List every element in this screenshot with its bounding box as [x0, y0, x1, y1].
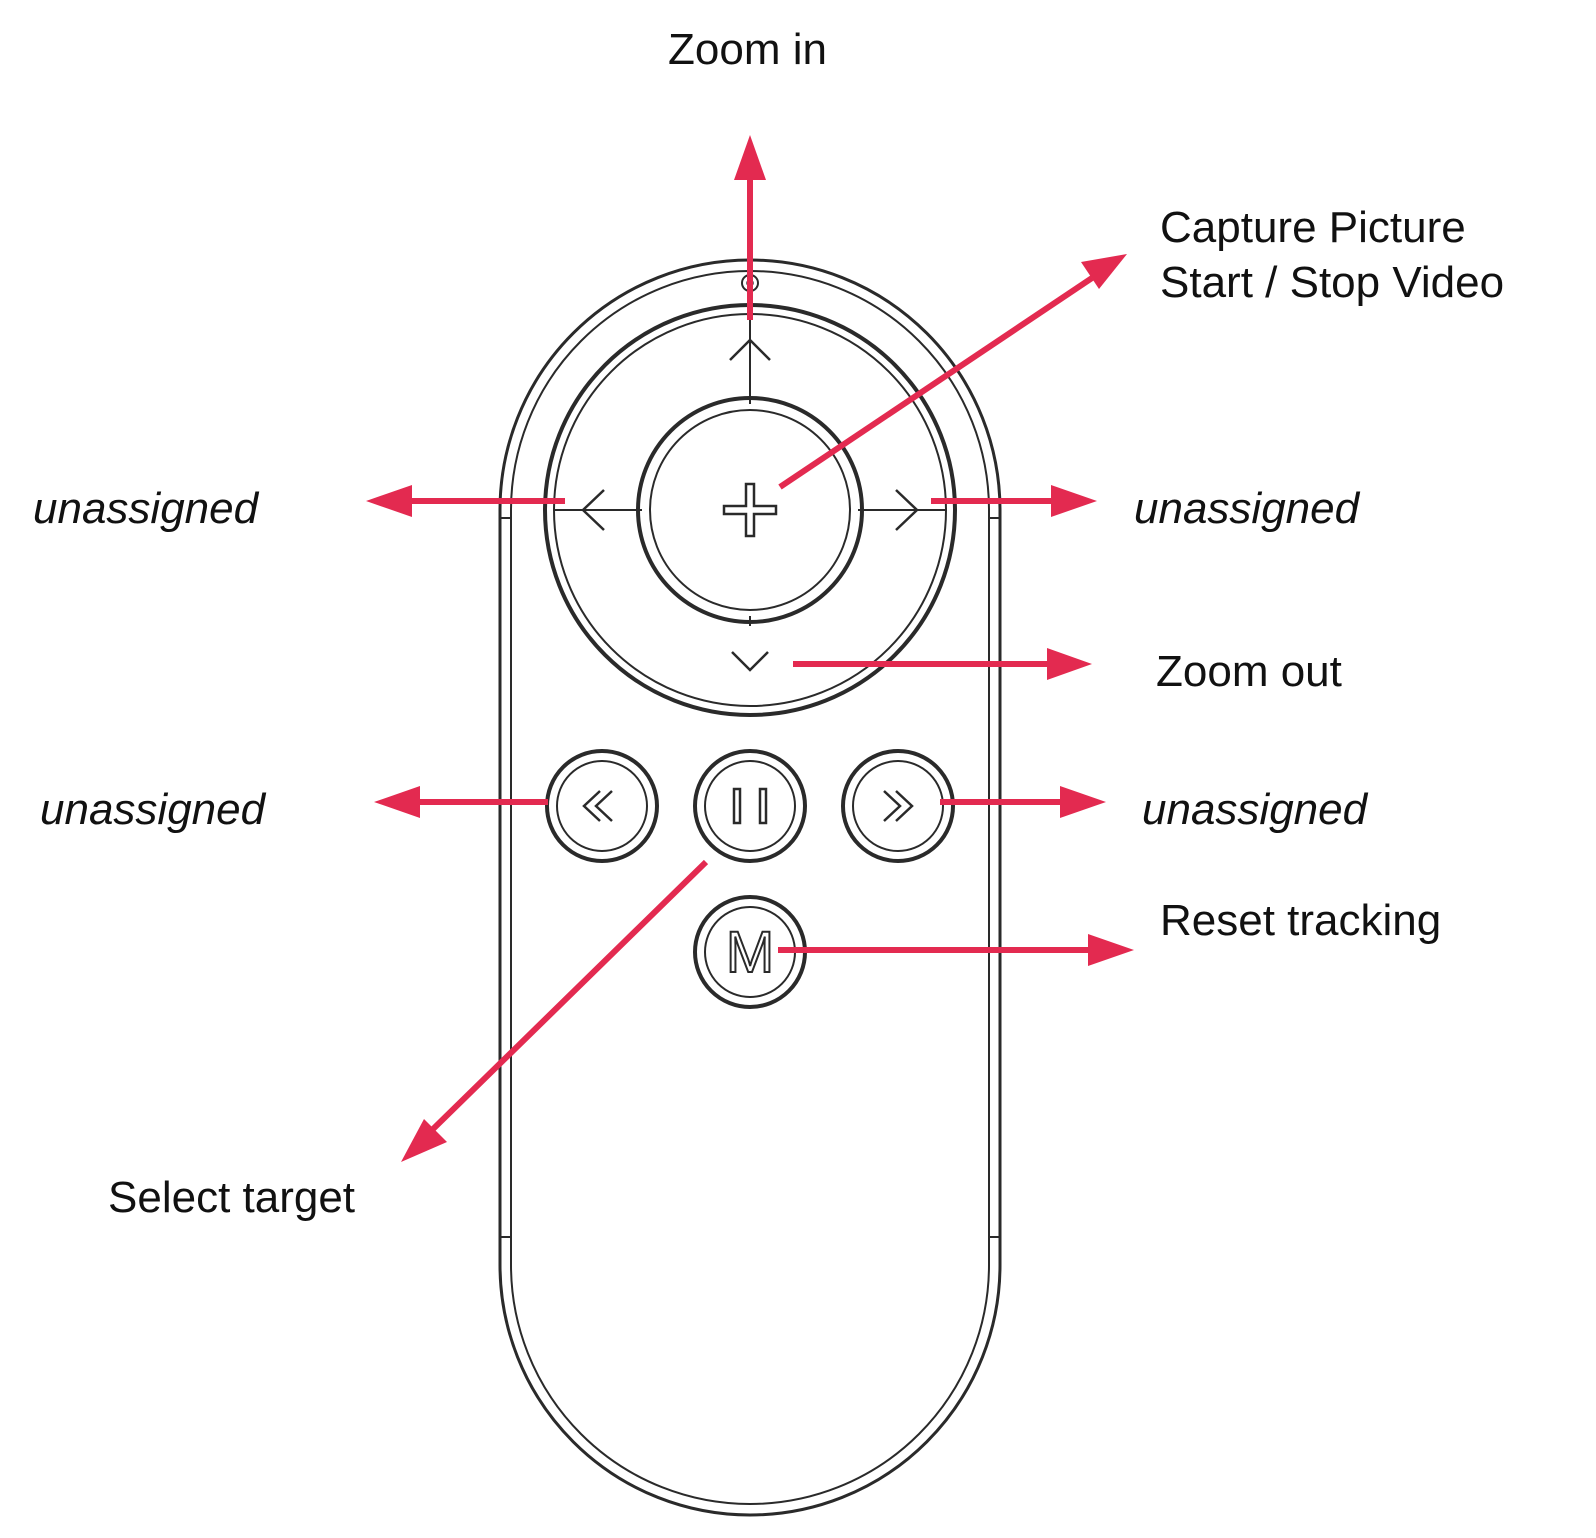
center-capture-button[interactable] — [636, 396, 864, 624]
arrow-right-dpad — [931, 485, 1097, 517]
chevron-left-icon — [581, 489, 605, 531]
mode-button[interactable]: M — [693, 895, 807, 1009]
label-zoom-out: Zoom out — [1156, 647, 1342, 696]
dpad-ring[interactable] — [543, 303, 957, 717]
label-start-stop-video: Start / Stop Video — [1160, 258, 1505, 307]
label-zoom-in: Zoom in — [668, 25, 827, 74]
label-rewind: unassigned — [40, 785, 266, 834]
arrow-reset-tracking — [778, 934, 1134, 966]
arrow-left-dpad — [366, 485, 565, 517]
label-right-dpad: unassigned — [1134, 484, 1360, 533]
rewind-icon — [582, 790, 613, 822]
label-capture-picture: Capture Picture — [1160, 203, 1466, 252]
pause-button[interactable] — [693, 749, 807, 863]
arrow-zoom-out — [793, 648, 1092, 680]
rewind-button[interactable] — [545, 749, 659, 863]
arrow-capture — [778, 254, 1127, 490]
label-left-dpad: unassigned — [33, 484, 259, 533]
plus-icon — [722, 482, 778, 538]
label-fast-forward: unassigned — [1142, 785, 1368, 834]
chevron-right-icon — [895, 489, 919, 531]
fast-forward-icon — [883, 790, 914, 822]
remote-body — [498, 258, 1002, 1517]
label-select-target: Select target — [108, 1173, 356, 1222]
mode-button-letter: M — [726, 920, 774, 985]
fast-forward-button[interactable] — [841, 749, 955, 863]
arrow-rewind — [374, 786, 548, 818]
label-reset-tracking: Reset tracking — [1160, 896, 1442, 945]
chevron-down-icon — [731, 651, 769, 672]
chevron-up-icon — [729, 338, 771, 361]
arrow-zoom-in — [734, 135, 766, 320]
pause-icon — [732, 787, 768, 825]
arrow-fast-forward — [940, 786, 1106, 818]
arrow-select-target — [401, 859, 709, 1162]
